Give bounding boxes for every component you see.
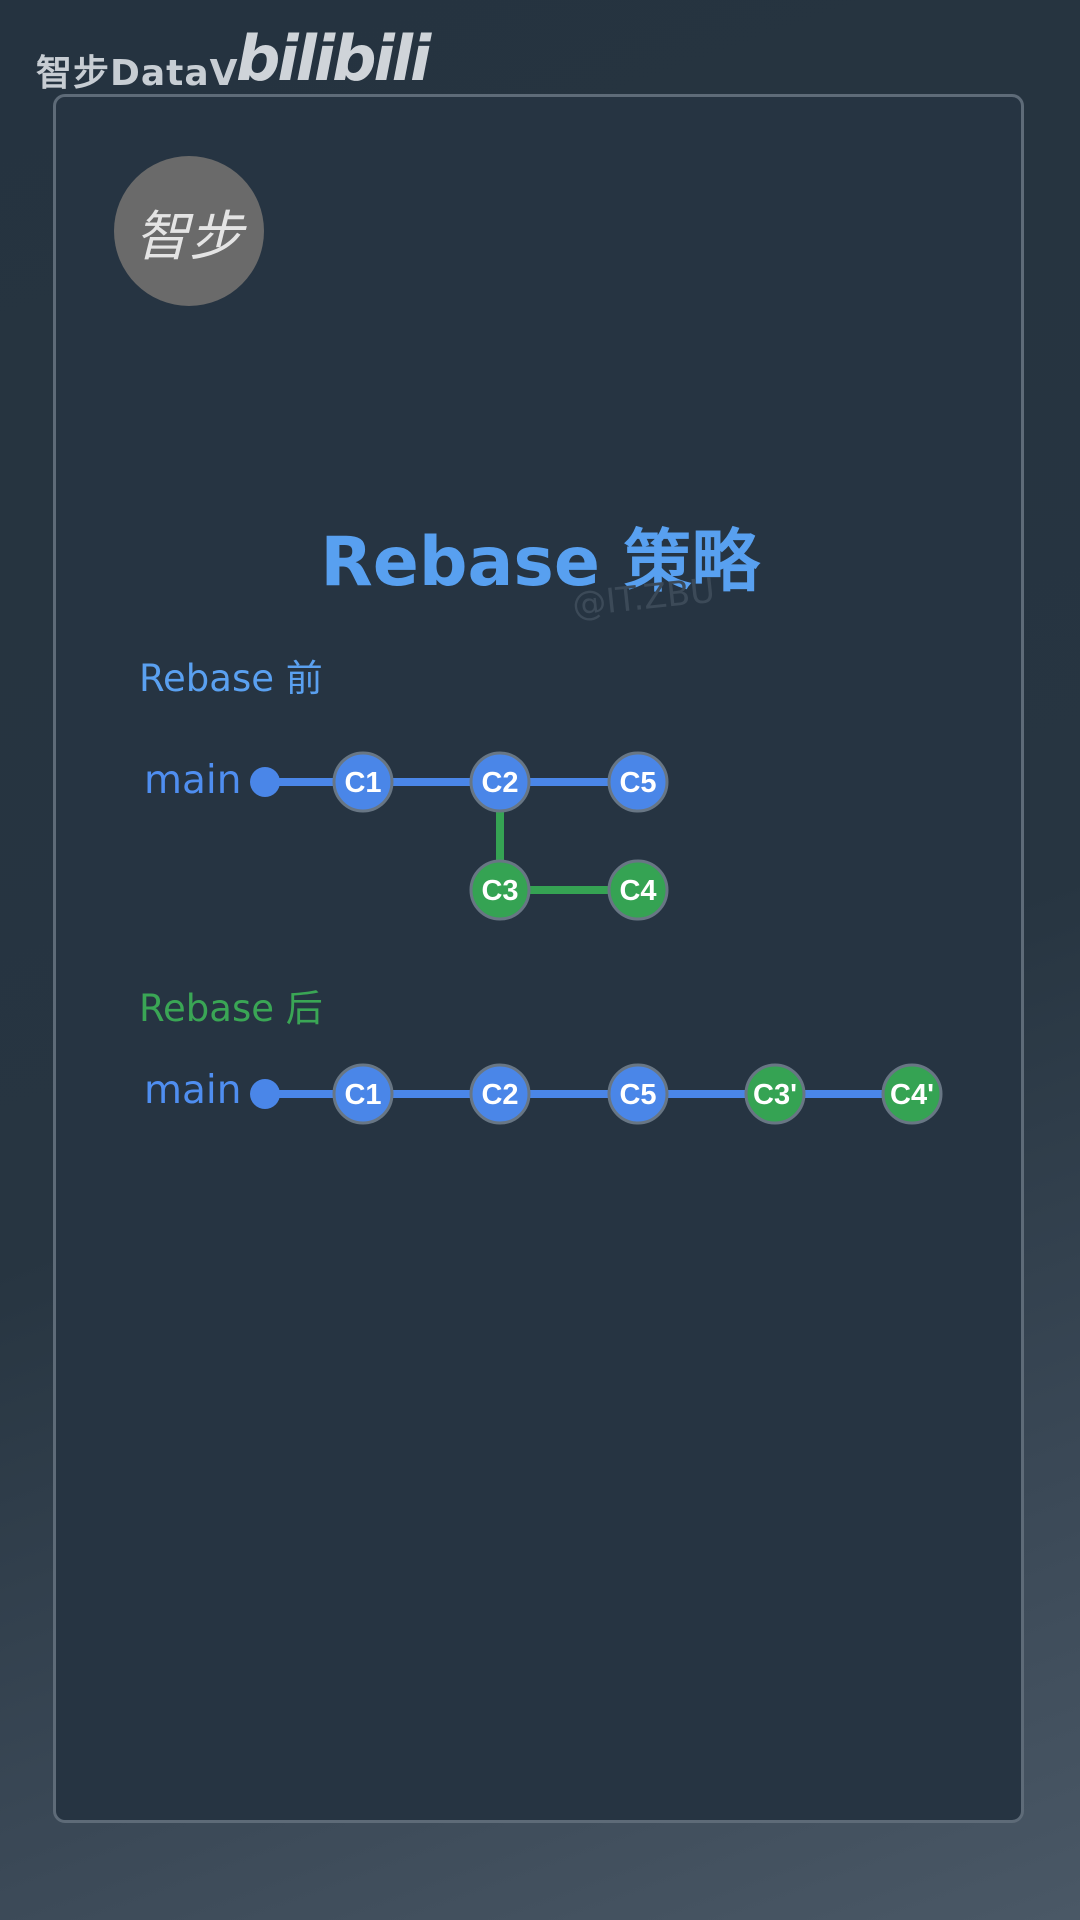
commit-before-feature-2-circle (607, 859, 669, 921)
commit-before-main-1-label: C1 (344, 767, 381, 799)
section-label-after: Rebase 后 (139, 987, 323, 1030)
commit-before-main-3-label: C5 (619, 767, 656, 799)
page-title: Rebase 策略 (320, 523, 760, 602)
commit-after-3-circle (607, 1063, 669, 1125)
commit-after-1-circle (332, 1063, 394, 1125)
main-start-dot-before (250, 767, 280, 797)
commit-after-3-label: C5 (619, 1079, 656, 1111)
commit-before-feature-1-label: C3 (481, 875, 518, 907)
branch-label-before: main (144, 758, 242, 803)
main-start-dot-after (250, 1079, 280, 1109)
branch-label-after: main (144, 1068, 242, 1113)
commit-after-1-label: C1 (344, 1079, 381, 1111)
commit-before-main-1-circle (332, 751, 394, 813)
bilibili-logo: bilibili (236, 22, 431, 95)
commit-before-main-3-circle (607, 751, 669, 813)
commit-after-2-label: C2 (481, 1079, 518, 1111)
commit-before-main-2-circle (469, 751, 531, 813)
commit-before-main-2-label: C2 (481, 767, 518, 799)
commit-after-4-circle (744, 1063, 806, 1125)
section-label-before: Rebase 前 (139, 657, 323, 700)
content-card (53, 94, 1024, 1823)
commit-after-5-circle (881, 1063, 943, 1125)
commit-after-5-label: C4' (890, 1079, 934, 1111)
brand-name: 智步DataV (36, 53, 239, 94)
avatar: 智步 (114, 156, 264, 306)
commit-before-feature-1-circle (469, 859, 531, 921)
commit-after-4-label: C3' (753, 1079, 797, 1111)
commit-after-2-circle (469, 1063, 531, 1125)
commit-before-feature-2-label: C4 (619, 875, 656, 907)
